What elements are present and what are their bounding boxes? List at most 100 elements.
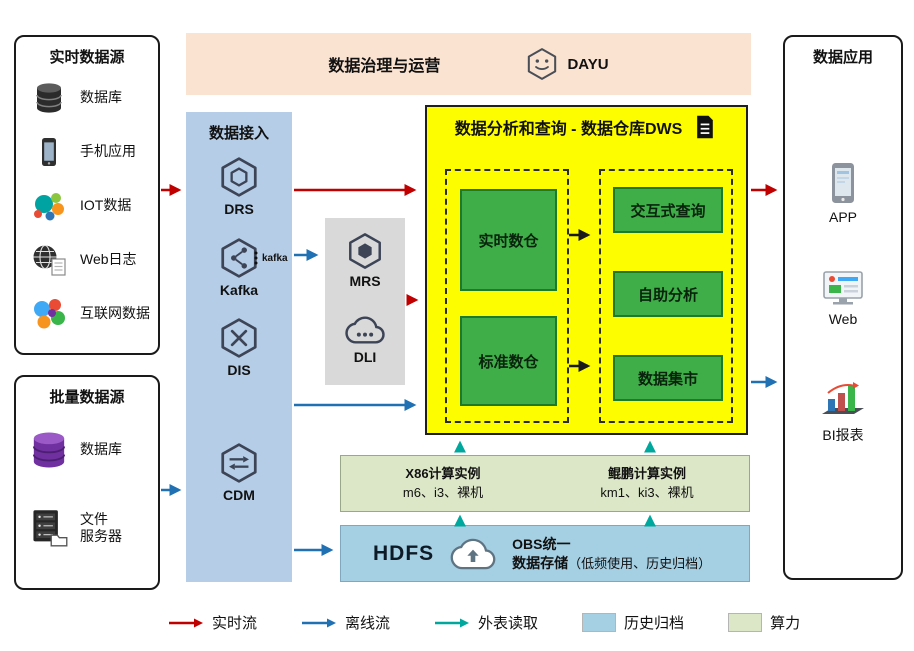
realtime-flow-arrow-icon [169,618,203,627]
applications-title: 数据应用 [812,49,873,66]
governance-bar: 数据治理与运营 DAYU [186,33,751,95]
app-item-app: APP [785,161,901,225]
app-item-bi: BI报表 [785,381,901,445]
service-drs: DRS [186,156,292,217]
ingestion-title: 数据接入 [208,125,269,142]
warehouse-group: 实时数仓 标准数仓 [445,169,569,423]
legend-item-realtime-flow: 实时流 [168,612,257,633]
module-label: 实时数仓 [478,232,539,250]
service-label: CDM [223,487,255,503]
web-monitor-icon [821,269,865,307]
module-self-service-analysis: 自助分析 [613,271,723,317]
mobile-icon [28,135,70,169]
legend-label: 实时流 [212,615,258,632]
app-item-label: Web [828,311,858,327]
legend-label: 算力 [770,615,801,632]
kafka-logo-icon [254,251,258,265]
source-item-label: 数据库 [80,89,122,106]
source-item-label: 数据库 [80,441,122,458]
source-item-label: IOT数据 [80,197,132,214]
external-read-arrow-icon [435,618,470,627]
legend-label: 历史归档 [624,615,685,632]
source-item-mobile-app: 手机应用 [16,125,158,179]
compute-group-subtitle: m6、i3、裸机 [402,484,484,500]
weblog-icon [28,243,70,277]
governance-title: 数据治理与运营 [328,58,441,75]
obs-line2: 数据存储 [512,554,569,571]
legend-label: 离线流 [345,615,391,632]
legend-item-compute-power: 算力 [728,612,800,633]
legend-item-offline-flow: 离线流 [301,612,390,633]
compute-group-title: 鲲鹏计算实例 [607,466,686,482]
service-label: DIS [227,362,251,378]
capability-group: 交互式查询 自助分析 数据集市 [599,169,733,423]
batch-sources-list: 数据库 文件 服务器 [16,411,158,567]
source-item-label: 文件 服务器 [80,510,122,545]
service-label: MRS [349,273,381,289]
database-icon [28,81,70,115]
source-item-label: 互联网数据 [80,305,150,322]
legend-item-history-archive: 历史归档 [582,612,684,633]
drs-icon [218,156,260,198]
dws-title: 数据分析和查询 - 数据仓库DWS [454,121,683,138]
mrs-icon [346,232,384,270]
bi-chart-icon [820,381,866,421]
database-purple-icon [28,429,70,471]
obs-cloud-icon [450,536,496,572]
obs-text: OBS统一 数据存储（低频使用、历史归档） [512,535,711,573]
module-realtime-warehouse: 实时数仓 [460,189,557,291]
cdm-icon [218,442,260,484]
service-mrs: MRS [325,232,405,289]
source-item-label: Web日志 [80,251,137,268]
storage-box: HDFS OBS统一 数据存储（低频使用、历史归档） [340,525,750,582]
compute-group-title: X86计算实例 [405,466,481,482]
dis-icon [218,317,260,359]
service-dli: DLI [325,314,405,365]
compute-instances-box: X86计算实例 m6、i3、裸机 鲲鹏计算实例 km1、ki3、裸机 [340,455,750,512]
compute-group-x86: X86计算实例 m6、i3、裸机 [341,456,545,511]
applications-panel: 数据应用 APP Web BI报表 [783,35,903,580]
compute-group-kunpeng: 鲲鹏计算实例 km1、ki3、裸机 [545,456,749,511]
internet-data-icon [28,297,70,331]
dli-icon [345,314,385,346]
batch-sources-title: 批量数据源 [49,389,125,406]
realtime-sources-title: 实时数据源 [49,49,125,66]
obs-line1: OBS统一 [512,535,571,552]
source-item-web-logs: Web日志 [16,233,158,287]
dayu-label: DAYU [567,55,609,73]
source-item-label: 手机应用 [80,143,136,160]
kafka-icon [218,237,260,279]
app-phone-icon [828,161,858,205]
obs-note: （低频使用、历史归档） [568,555,712,571]
source-item-internet-data: 互联网数据 [16,287,158,341]
app-item-web: Web [785,269,901,327]
service-cdm: CDM [186,442,292,503]
archive-swatch [582,613,617,632]
analytics-services-box: MRS DLI [325,218,405,385]
app-item-label: APP [828,209,857,225]
service-dis: DIS [186,317,292,378]
source-item-file-server: 文件 服务器 [16,489,158,567]
module-label: 标准数仓 [478,353,539,371]
dayu-icon [525,47,559,81]
dws-title-row: 数据分析和查询 - 数据仓库DWS [427,107,746,140]
service-label: DRS [224,201,254,217]
offline-flow-arrow-icon [302,618,337,627]
module-label: 数据集市 [637,370,698,388]
dws-box: 数据分析和查询 - 数据仓库DWS 实时数仓 标准数仓 交互式查询 自助分析 数… [425,105,748,435]
iot-icon [28,190,70,222]
kafka-wordmark: kafka [252,251,288,265]
service-kafka: Kafka [186,237,292,298]
compute-group-subtitle: km1、ki3、裸机 [600,484,694,500]
realtime-sources-list: 数据库 手机应用 IOT数据 Web日志 [16,71,158,341]
service-label: DLI [353,349,377,365]
compute-swatch [728,613,763,632]
file-server-icon [28,508,70,548]
source-item-database: 数据库 [16,71,158,125]
ingestion-column: 数据接入 DRS Kafka kafka DIS [186,112,292,582]
module-data-mart: 数据集市 [613,355,723,401]
hdfs-label: HDFS [373,541,435,565]
module-label: 自助分析 [637,286,698,304]
realtime-sources-panel: 实时数据源 数据库 手机应用 IOT数据 [14,35,160,355]
